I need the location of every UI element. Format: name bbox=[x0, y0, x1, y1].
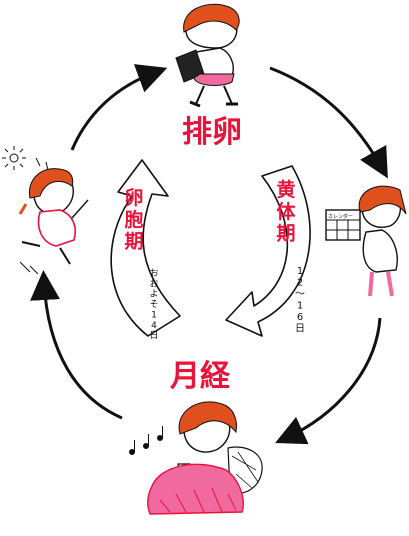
luteal-phase-arrow bbox=[225, 165, 311, 337]
walking-woman-illustration bbox=[175, 3, 240, 108]
luteal-phase-label: 黄体期 bbox=[276, 178, 296, 245]
ovulation-title: 排卵 bbox=[182, 115, 242, 150]
resting-woman-illustration bbox=[129, 401, 263, 515]
music-notes-icon bbox=[129, 426, 163, 455]
follicular-phase-label: 卵胞期 bbox=[124, 186, 143, 253]
arrow-right-to-bottom bbox=[275, 317, 382, 445]
calendar-woman-illustration: カレンダー bbox=[325, 185, 407, 297]
arrow-top-to-right bbox=[269, 66, 388, 179]
arrow-left-to-top bbox=[70, 64, 168, 151]
calendar-icon: カレンダー bbox=[325, 209, 361, 241]
outer-cycle-arrows bbox=[30, 64, 388, 445]
sun-icon bbox=[2, 146, 26, 170]
arrow-bottom-to-left bbox=[30, 270, 123, 420]
running-woman-illustration bbox=[2, 146, 89, 275]
menstruation-title: 月経 bbox=[170, 359, 231, 394]
follicular-phase-arrow bbox=[110, 159, 181, 337]
calendar-label: カレンダー bbox=[328, 213, 353, 220]
